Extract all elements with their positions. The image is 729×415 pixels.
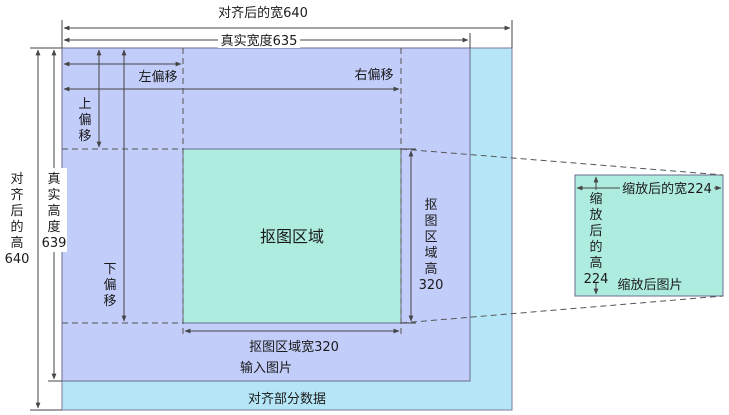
right-offset-label: 右偏移 [354, 68, 393, 83]
svg-text:度: 度 [47, 219, 60, 235]
top-offset-label: 上 偏 移 [78, 97, 91, 144]
svg-text:下: 下 [103, 262, 116, 277]
svg-text:对: 对 [10, 172, 23, 187]
crop-region-label: 抠图区域 [260, 227, 324, 246]
aligned-width-dimension [61, 4, 513, 48]
svg-text:缩: 缩 [589, 191, 602, 207]
crop-width-label: 抠图区域宽320 [249, 339, 339, 355]
input-image-label: 输入图片 [240, 360, 292, 376]
scaled-height-label: 缩 放 后 的 高 224 [584, 191, 609, 287]
svg-text:的: 的 [589, 239, 602, 255]
real-height-label: 真 实 高 度 639 [42, 172, 67, 251]
svg-text:后: 后 [589, 224, 602, 239]
svg-text:的: 的 [10, 219, 23, 235]
scaled-width-label: 缩放后的宽224 [622, 181, 712, 197]
left-offset-label: 左偏移 [138, 70, 177, 85]
aligned-height-label: 对 齐 后 的 高 640 [5, 172, 30, 267]
dashed-guides [62, 48, 724, 338]
svg-text:后: 后 [10, 204, 23, 219]
svg-text:域: 域 [424, 246, 437, 261]
svg-text:上: 上 [78, 97, 91, 112]
bottom-offset-label: 下 偏 移 [103, 262, 116, 309]
svg-text:区: 区 [424, 230, 437, 245]
crop-height-label: 抠 图 区 域 高 320 [419, 198, 444, 293]
svg-text:实: 实 [47, 188, 60, 203]
svg-text:高: 高 [589, 255, 602, 271]
real-height-dimension [41, 49, 67, 382]
svg-text:高: 高 [47, 203, 60, 219]
svg-text:真: 真 [47, 172, 60, 187]
aligned-part-label: 对齐部分数据 [248, 391, 326, 407]
crop-region [182, 148, 402, 324]
real-width-label: 真实宽度635 [221, 33, 298, 49]
svg-text:偏: 偏 [78, 113, 91, 128]
svg-text:320: 320 [419, 278, 444, 293]
scaled-image-label: 缩放后图片 [617, 277, 682, 293]
svg-text:640: 640 [5, 252, 30, 267]
aligned-height-dimension [6, 47, 62, 411]
svg-text:图: 图 [424, 214, 437, 229]
real-width-dimension [63, 32, 471, 48]
svg-text:放: 放 [589, 208, 602, 223]
crop-height-dimension [401, 148, 416, 324]
svg-text:224: 224 [584, 272, 609, 287]
svg-text:抠: 抠 [424, 198, 437, 213]
svg-text:移: 移 [103, 294, 116, 309]
svg-text:偏: 偏 [103, 278, 116, 293]
svg-text:高: 高 [10, 235, 23, 251]
svg-text:639: 639 [42, 236, 67, 251]
svg-text:移: 移 [78, 129, 91, 144]
svg-text:齐: 齐 [10, 187, 23, 203]
aligned-width-label: 对齐后的宽640 [218, 5, 308, 21]
svg-text:高: 高 [424, 261, 437, 277]
